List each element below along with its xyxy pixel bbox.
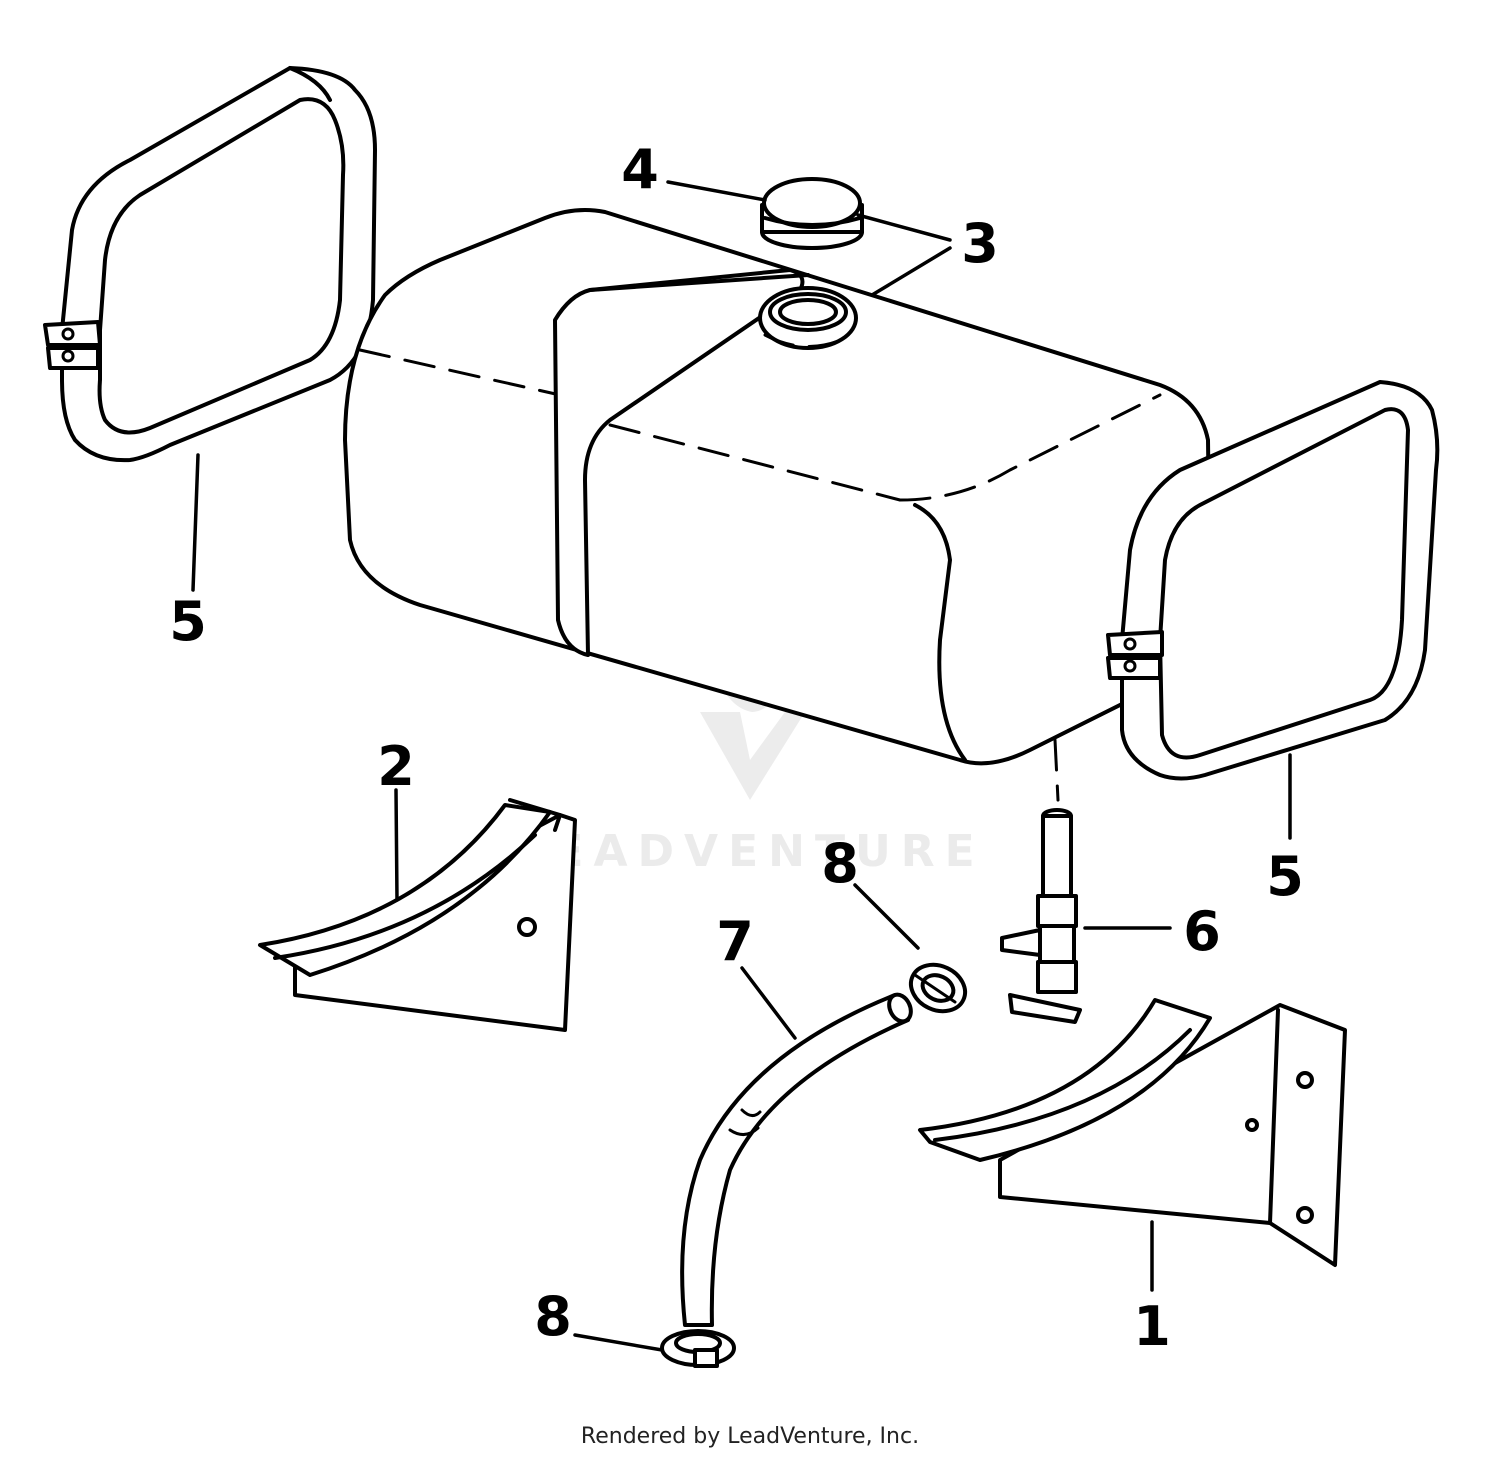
leader-strap-left <box>191 453 200 592</box>
fuel-hose <box>680 992 913 1327</box>
callout-bracket-right: 1 <box>1133 1295 1171 1358</box>
watermark-text: LEADVENTURE <box>515 826 984 877</box>
callout-bracket-left: 2 <box>377 735 415 798</box>
leader-cap <box>666 180 767 202</box>
callout-cap: 4 <box>621 138 659 201</box>
leader-lines <box>191 180 1292 1352</box>
fuel-shutoff-valve <box>1000 738 1082 1024</box>
fuel-tank <box>343 208 1213 766</box>
callout-strap-right: 5 <box>1266 845 1304 908</box>
hose-clamp-bottom <box>660 1329 736 1368</box>
tank-strap-left <box>43 66 377 463</box>
callout-hose: 7 <box>716 910 754 973</box>
callout-tank: 3 <box>961 212 999 275</box>
callout-strap-left: 5 <box>169 590 207 653</box>
footer-credit: Rendered by LeadVenture, Inc. <box>580 1424 920 1449</box>
leader-tank-lower <box>870 246 952 297</box>
hose-clamp-top <box>908 962 968 1014</box>
callouts: 1 2 3 4 5 5 6 7 8 8 <box>169 138 1304 1358</box>
tank-strap-right <box>1106 380 1440 781</box>
tank-support-bracket-left <box>258 798 577 1032</box>
leader-hose <box>740 966 797 1040</box>
callout-clamp-top: 8 <box>821 832 859 895</box>
leader-tank-upper <box>856 213 952 242</box>
leader-clamp-bottom <box>573 1333 664 1352</box>
callout-valve: 6 <box>1183 900 1221 963</box>
leader-bracket-left <box>394 788 399 902</box>
leader-clamp-top <box>853 883 920 950</box>
callout-clamp-bottom: 8 <box>534 1285 572 1348</box>
tank-support-bracket-right <box>918 998 1347 1267</box>
fuel-cap <box>760 177 864 250</box>
